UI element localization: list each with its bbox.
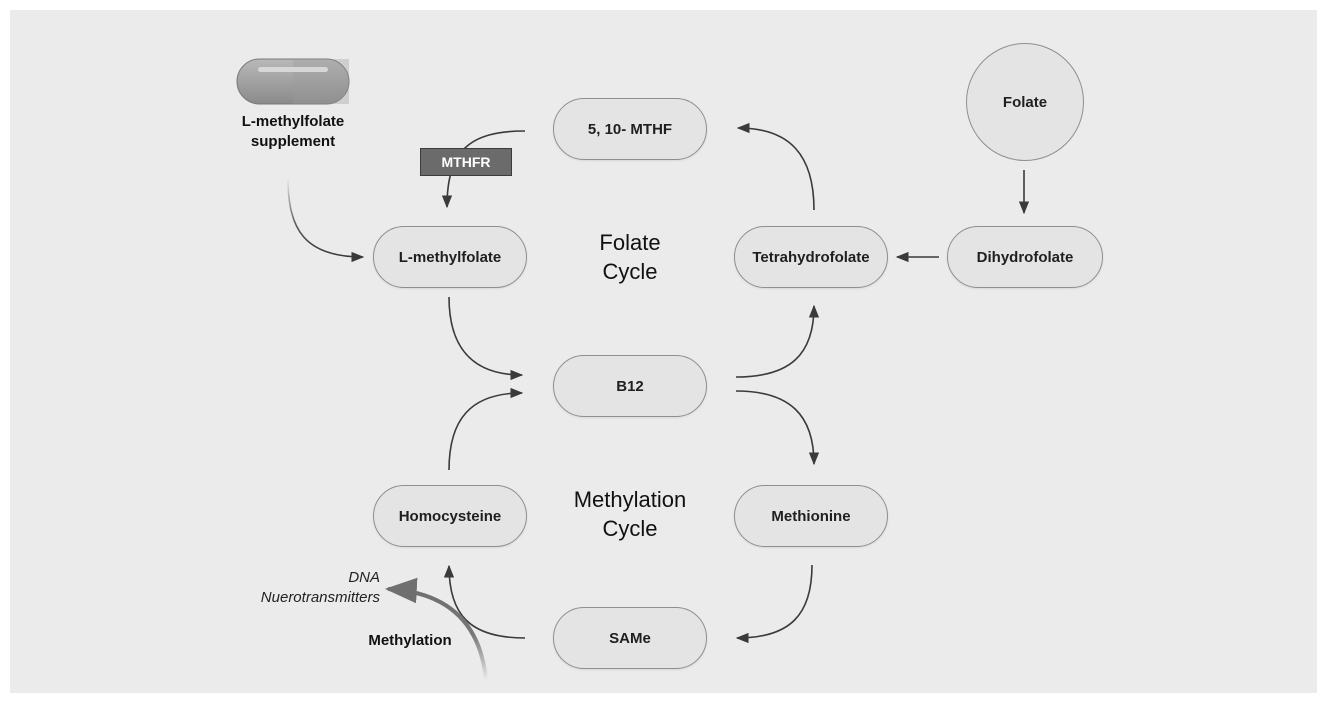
node-folate: Folate xyxy=(966,43,1084,161)
target-neurotransmitters: Nuerotransmitters xyxy=(260,589,380,606)
supplement-label: L-methylfolate supplement xyxy=(208,112,378,152)
target-dna: DNA xyxy=(348,569,380,586)
methylation-cycle-label-line2: Cycle xyxy=(602,516,658,541)
node-methionine: Methionine xyxy=(734,485,888,547)
node-homocysteine: Homocysteine xyxy=(373,485,527,547)
folate-cycle-label-line1: Folate xyxy=(599,230,661,255)
arrow-b12-to-methionine xyxy=(735,390,820,466)
methylation-targets: DNA Nuerotransmitters xyxy=(240,568,380,608)
arrow-same-to-homocysteine xyxy=(443,564,526,639)
node-5-10-mthf: 5, 10- MTHF xyxy=(553,98,707,160)
arrow-tetrahydrofolate-to-mthf xyxy=(736,122,815,211)
arrow-supplement-to-lmethylfolate xyxy=(287,177,365,263)
node-dihydrofolate: Dihydrofolate xyxy=(947,226,1103,288)
arrow-methylation-output xyxy=(384,577,488,681)
arrow-lmethylfolate-to-b12 xyxy=(448,296,524,381)
mthfr-enzyme-label: MTHFR xyxy=(420,148,512,176)
methylation-cycle-label-line1: Methylation xyxy=(573,487,687,512)
folate-cycle-label-line2: Cycle xyxy=(602,259,658,284)
supplement-label-line1: L-methylfolate xyxy=(241,113,345,130)
arrow-b12-to-tetrahydrofolate xyxy=(735,304,820,378)
arrow-methionine-to-same xyxy=(735,564,813,644)
methylation-cycle-label: Methylation Cycle xyxy=(545,485,715,543)
node-b12: B12 xyxy=(553,355,707,417)
capsule-icon xyxy=(236,58,350,105)
arrow-mthf-to-lmethylfolate xyxy=(441,130,526,209)
node-same: SAMe xyxy=(553,607,707,669)
supplement-label-line2: supplement xyxy=(250,133,336,150)
node-tetrahydrofolate: Tetrahydrofolate xyxy=(734,226,888,288)
node-l-methylfolate: L-methylfolate xyxy=(373,226,527,288)
folate-cycle-label: Folate Cycle xyxy=(560,228,700,286)
methylation-label: Methylation xyxy=(368,632,452,649)
arrow-homocysteine-to-b12 xyxy=(448,387,524,471)
